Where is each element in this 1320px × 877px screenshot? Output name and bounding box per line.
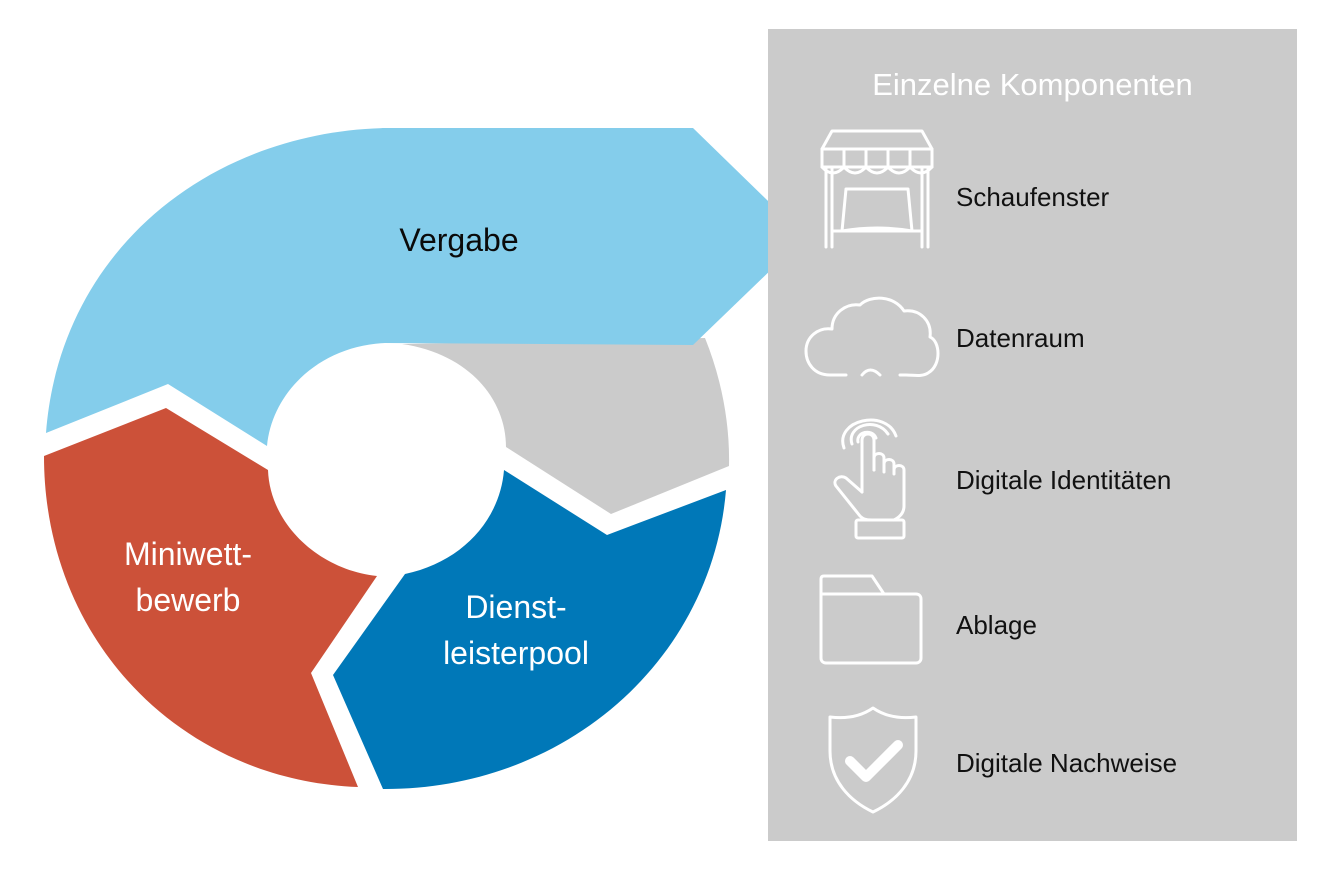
component-label-ablage: Ablage bbox=[956, 610, 1037, 640]
segment-label-line: Miniwett- bbox=[124, 536, 252, 572]
shield-check-icon bbox=[828, 706, 918, 814]
component-label-digitale-nachweise: Digitale Nachweise bbox=[956, 748, 1178, 778]
cycle-segment-vergabe bbox=[46, 128, 805, 446]
component-label-datenraum: Datenraum bbox=[956, 323, 1085, 353]
cycle-segment-miniwettbewerb bbox=[44, 408, 377, 787]
cycle-segment-dienstleisterpool bbox=[333, 470, 726, 790]
segment-label-vergabe: Vergabe bbox=[399, 222, 518, 258]
folder-icon bbox=[819, 574, 923, 665]
cycle-segment-grey bbox=[402, 338, 730, 514]
component-label-digitale-identitaeten: Digitale Identitäten bbox=[956, 465, 1172, 495]
cloud-icon bbox=[804, 296, 940, 377]
storefront-icon bbox=[820, 129, 934, 249]
segment-label-line: Vergabe bbox=[399, 222, 518, 258]
segment-label-line: bewerb bbox=[136, 582, 241, 618]
touch-hand-icon bbox=[833, 418, 906, 540]
segment-label-line: leisterpool bbox=[443, 635, 589, 671]
panel-title: Einzelne Komponenten bbox=[872, 67, 1193, 102]
component-label-schaufenster: Schaufenster bbox=[956, 182, 1110, 212]
segment-label-dienstleisterpool: Dienst-leisterpool bbox=[443, 589, 589, 671]
segment-label-miniwettbewerb: Miniwett-bewerb bbox=[124, 536, 252, 618]
components-panel: Einzelne Komponenten Schaufenster Datenr… bbox=[768, 29, 1297, 841]
segment-label-line: Dienst- bbox=[465, 589, 566, 625]
